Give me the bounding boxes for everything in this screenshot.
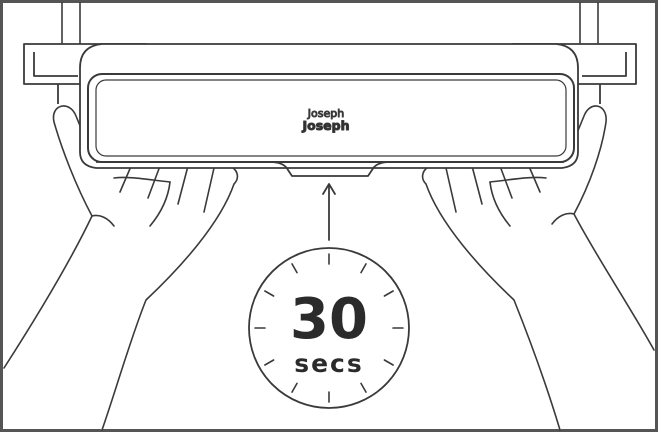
timer-tick <box>264 359 275 366</box>
dispenser-inner-panel <box>95 79 567 157</box>
dispenser-lower-lip <box>96 161 564 177</box>
dispenser-front-panel <box>87 73 575 163</box>
timer-tick <box>383 359 394 366</box>
timer-tick <box>291 263 298 274</box>
timer-tick-marks <box>254 253 404 403</box>
stopwatch-dial-icon: 30 secs <box>248 247 410 409</box>
timer-value: 30 <box>290 287 368 352</box>
timer-tick <box>291 382 298 393</box>
cupboard-walls <box>61 2 599 44</box>
brand-logo-line-2: Joseph <box>301 118 349 133</box>
timer-unit: secs <box>294 349 364 378</box>
timer-tick <box>264 290 275 297</box>
timer-tick <box>360 382 367 393</box>
dispenser-unit: Joseph Joseph <box>79 43 579 177</box>
push-up-arrow-icon <box>322 183 336 241</box>
brand-logo-line-1: Joseph <box>307 107 344 120</box>
timer-tick <box>360 263 367 274</box>
timer-dial-face <box>248 247 410 409</box>
timer-tick <box>383 290 394 297</box>
